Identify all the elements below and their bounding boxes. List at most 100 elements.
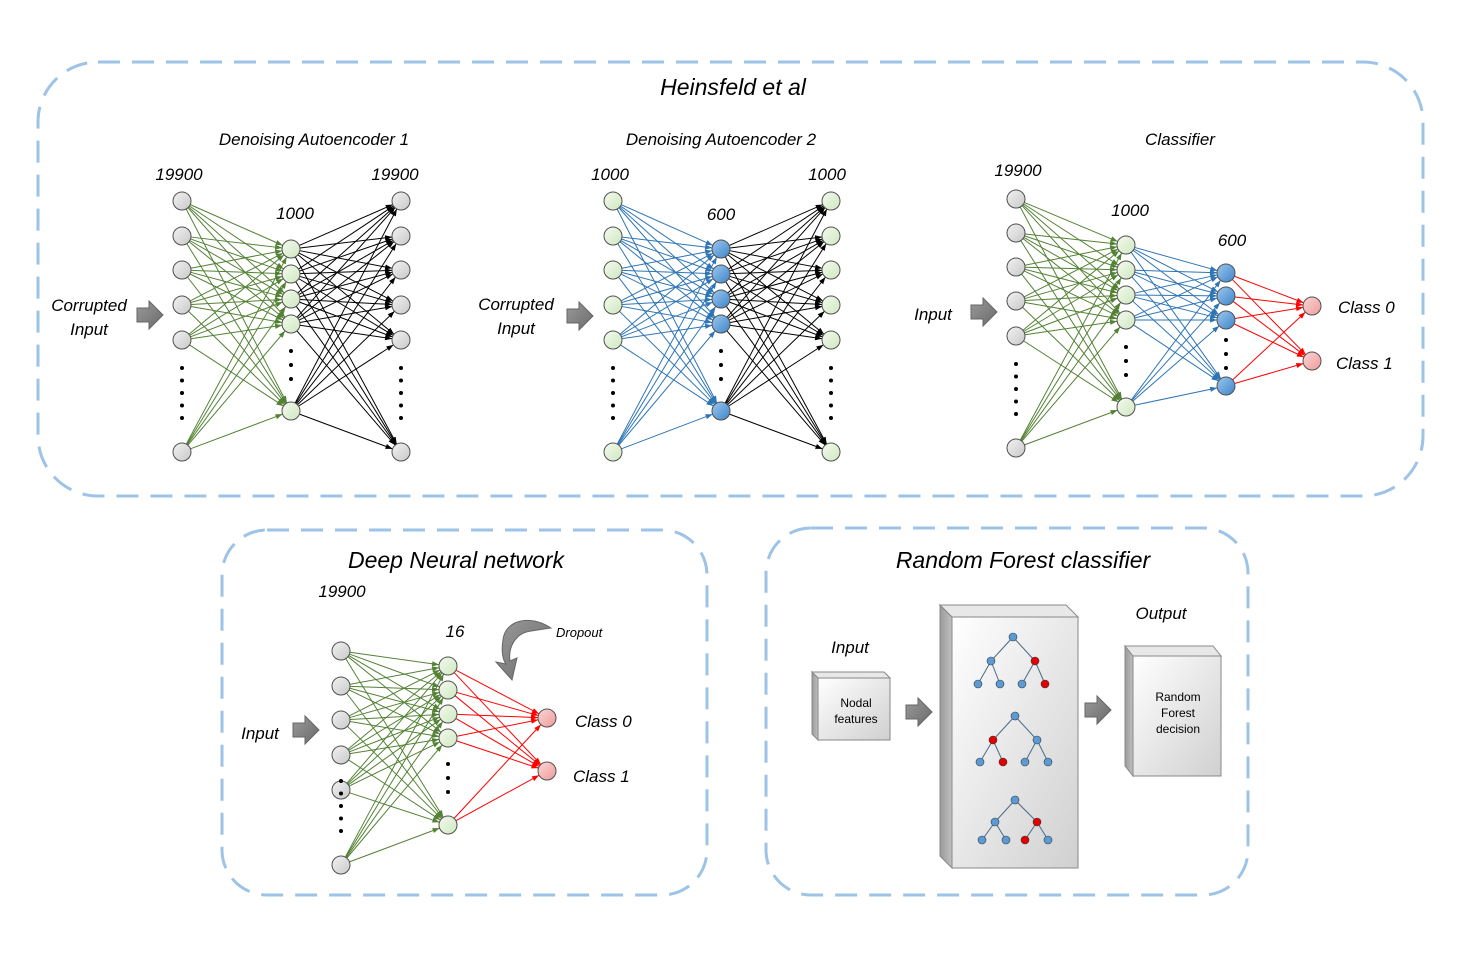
- dnn-hidden-output-edge: [456, 691, 539, 717]
- classifier-hidden1-hidden2-edge: [1134, 274, 1218, 294]
- classifier-input-hidden1-edge: [1023, 236, 1119, 292]
- classifier-hidden1-node: [1116, 260, 1136, 280]
- dnn-input-hidden-edge: [348, 669, 441, 717]
- dae2-input-hidden-edge-arrowhead: [705, 302, 713, 308]
- classifier-hidden1-hidden2-edge: [1134, 294, 1218, 297]
- classifier-input-hidden1-edge-arrowhead: [1116, 252, 1122, 261]
- rf-tree-2-node: [1010, 711, 1020, 721]
- classifier-input-node: [1006, 257, 1026, 277]
- dae2-hidden-ellipsis-dot: [719, 363, 723, 367]
- classifier-hidden2-ellipsis-dot: [1224, 338, 1228, 342]
- classifier-hidden1-hidden2-edge: [1131, 302, 1221, 401]
- dae1-input-hidden-edge-arrowhead: [275, 414, 283, 420]
- dae2-input-hidden-edge: [620, 273, 714, 321]
- dnn-hidden-output-edge: [453, 672, 542, 765]
- dae2-hidden-output-edge: [729, 236, 823, 249]
- rf-tree-2-node: [988, 735, 998, 745]
- classifier-input-hidden1-edge: [1022, 306, 1120, 402]
- dae2-hidden-node: [711, 264, 731, 284]
- dae1-hidden-output-edge-arrowhead: [389, 277, 396, 285]
- dnn-input-hidden-edge: [348, 655, 441, 710]
- dae1-output-ellipsis-dot: [399, 416, 403, 420]
- classifier-hidden1-hidden2-edge: [1134, 246, 1218, 272]
- classifier-hidden1-hidden2-edge: [1133, 324, 1219, 382]
- dae2-input-hidden-edge: [617, 306, 717, 445]
- dnn-hidden-output-edge: [456, 719, 539, 737]
- dnn-input-hidden-edge-arrowhead: [431, 817, 440, 823]
- dae2-input-hidden-edge: [621, 301, 713, 338]
- dae1-hidden-output-edge-arrowhead: [386, 344, 394, 351]
- classifier-hidden1-ellipsis-dot: [1124, 359, 1128, 363]
- rf-output-box: Random Forest decision: [1123, 644, 1223, 778]
- dnn-input-hidden-edge-arrowhead: [431, 661, 440, 667]
- dae1-input-hidden-edge: [186, 281, 287, 445]
- dae1-hidden-ellipsis-dot: [289, 363, 293, 367]
- dae2-hidden-output-edge-arrowhead: [817, 327, 825, 335]
- dnn-input-hidden-edge-arrowhead: [431, 666, 440, 672]
- dae1-output-ellipsis-dot: [399, 391, 403, 395]
- classifier-hidden1-hidden2-edge-arrowhead: [1209, 386, 1218, 392]
- dae2-hidden-output-edge-arrowhead: [820, 243, 827, 251]
- classifier-hidden2-output-edge-arrowhead: [1298, 312, 1306, 319]
- dae2-hidden-output-edge: [725, 243, 827, 404]
- dae1-hidden-output-edge: [299, 324, 393, 340]
- dae2-input-hidden-edge-arrowhead: [706, 311, 715, 319]
- rf-tree-3-node: [977, 835, 987, 845]
- classifier-input-hidden1-edge-arrowhead: [1114, 302, 1121, 310]
- classifier-input-hidden1-edge: [1019, 252, 1123, 441]
- classifier-hidden1-hidden2-edge-arrowhead: [1210, 276, 1218, 283]
- dae2-input-hidden-edge: [620, 278, 714, 336]
- classifier-hidden1-hidden2-edge: [1134, 269, 1218, 274]
- classifier-input-hidden1-edge: [1023, 203, 1119, 266]
- dnn-input-hidden-edge: [344, 673, 445, 858]
- dae2-hidden-output-edge-arrowhead: [815, 443, 823, 449]
- classifier-hidden1-hidden2-edge-arrowhead: [1209, 297, 1218, 303]
- classifier-hidden2-output-edge: [1231, 279, 1307, 355]
- classifier-input-hidden1-edge: [1022, 238, 1120, 315]
- dae2-hidden-output-edge: [729, 275, 823, 304]
- dnn-hidden-node: [438, 728, 458, 748]
- classifier-output-node: [1302, 351, 1322, 371]
- dae2-input-hidden-edge: [619, 254, 715, 335]
- classifier-input-hidden1-edge-arrowhead: [1112, 250, 1120, 258]
- dae2-hidden-output-edge-arrowhead: [816, 344, 824, 351]
- dae1-input-hidden-edge: [190, 298, 283, 306]
- dae2-input-hidden-edge: [621, 204, 713, 246]
- classifier-input-label: Input: [914, 305, 953, 324]
- dae1-output-node: [391, 330, 411, 350]
- dae1-hidden-output-edge-arrowhead: [385, 331, 393, 337]
- dae1-input-hidden-edge-arrowhead: [278, 330, 286, 338]
- dnn-input-hidden-edge: [348, 741, 441, 787]
- dae1-input-hidden-edge-arrowhead: [276, 400, 284, 407]
- dae1-hidden-output-edge: [299, 275, 393, 304]
- rf-tree-1-branch: [977, 660, 992, 685]
- dae1-hidden-node: [281, 239, 301, 259]
- dae1-input-hidden-edge-arrowhead: [275, 302, 283, 308]
- classifier-title: Classifier: [1145, 130, 1216, 149]
- dnn-input-ellipsis-dot: [339, 779, 343, 783]
- dae1-input-node: [172, 442, 192, 462]
- classifier-input-hidden1-edge-arrowhead: [1109, 314, 1118, 320]
- dae1-hidden-node: [281, 401, 301, 421]
- dnn-input-hidden-edge: [347, 656, 442, 733]
- dae2-input-hidden-edge: [621, 238, 713, 272]
- dnn-input-hidden-edge: [345, 697, 444, 858]
- rf-tree-1-branch: [1012, 636, 1036, 662]
- classifier-input-hidden1-edge: [1023, 274, 1119, 332]
- classifier-input-hidden1-edge: [1024, 246, 1118, 266]
- classifier-hidden2-node: [1216, 263, 1236, 283]
- dae2-hidden-output-edge-arrowhead: [814, 335, 823, 341]
- dae2-hidden-node: [711, 314, 731, 334]
- classifier-hidden1-hidden2-edge-arrowhead: [1211, 375, 1219, 382]
- dnn-hidden-ellipsis-dot: [446, 762, 450, 766]
- dnn-hidden-output-edge-arrowhead: [530, 763, 539, 769]
- dae2-input-hidden-edge-arrowhead: [711, 256, 717, 265]
- classifier-hidden1-ellipsis-dot: [1124, 373, 1128, 377]
- dnn-input-ellipsis-dot: [339, 791, 343, 796]
- dae2-hidden-output-edge: [729, 204, 823, 246]
- dae2-input-hidden-edge: [621, 276, 713, 303]
- dae2-input-hidden-edge-arrowhead: [704, 244, 713, 250]
- classifier-hidden1-hidden2-edge-arrowhead: [1209, 293, 1218, 299]
- dae1-input-hidden-edge: [185, 208, 288, 404]
